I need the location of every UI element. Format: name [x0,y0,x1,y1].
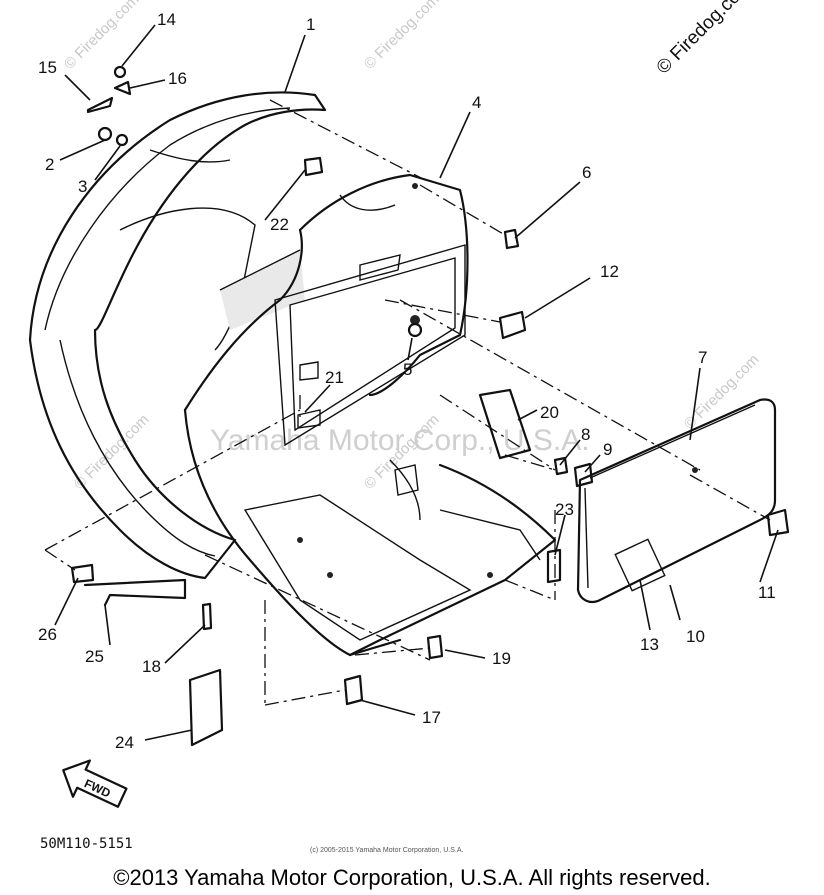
watermark-firedog-corner: © Firedog.com [653,0,756,79]
callout-9: 9 [603,440,612,459]
part-8 [553,456,569,476]
part-19 [426,634,444,660]
callout-8: 8 [581,425,590,444]
watermark-center: Yamaha Motor Corp., U.S.A. [210,424,590,457]
part-2 [97,126,113,142]
watermarks: © Firedog.com © Firedog.com © Firedog.co… [61,0,763,493]
callout-labels: 1 2 3 4 5 6 7 8 9 10 11 12 13 14 15 16 1… [38,10,776,752]
part-22 [303,156,324,177]
callout-24: 24 [115,733,134,752]
callout-4: 4 [472,93,481,112]
part-25 [83,578,187,607]
callout-20: 20 [540,403,559,422]
callout-19: 19 [492,649,511,668]
part-20 [478,388,532,460]
assembly-lines [44,99,771,706]
part-14 [113,65,127,79]
part-5 [407,322,423,338]
lid-part-7 [576,398,777,604]
callout-21: 21 [325,368,344,387]
callout-5: 5 [403,360,412,379]
callout-14: 14 [157,10,176,29]
callout-23: 23 [555,500,574,519]
forward-arrow: FWD [62,759,128,808]
watermark-firedog-3: © Firedog.com [71,411,153,493]
callout-1: 1 [306,15,315,34]
leg-shield-part-4 [183,173,557,657]
part-26 [70,563,95,584]
callout-26: 26 [38,625,57,644]
callout-10: 10 [686,627,705,646]
callout-17: 17 [422,708,441,727]
part-18 [201,602,213,631]
footer-copyright: ©2013 Yamaha Motor Corporation, U.S.A. A… [113,865,711,890]
part-24 [188,668,224,747]
leader-lines [54,24,779,741]
callout-6: 6 [582,163,591,182]
callout-25: 25 [85,647,104,666]
part-17 [343,674,364,706]
part-15 [86,96,114,114]
callout-7: 7 [698,348,707,367]
callout-12: 12 [600,262,619,281]
part-11 [766,508,790,537]
front-panel-part-1 [28,91,327,580]
part-3 [115,133,129,147]
part-9 [573,462,594,488]
callout-16: 16 [168,69,187,88]
watermark-firedog-2: © Firedog.com [361,0,443,73]
callout-15: 15 [38,58,57,77]
callout-22: 22 [270,215,289,234]
fwd-arrow-icon [62,759,128,808]
callout-3: 3 [78,177,87,196]
part-12 [498,310,527,340]
callout-13: 13 [640,635,659,654]
part-6 [503,228,520,250]
part-16 [113,80,132,96]
diagram-code: 50M110-5151 [40,836,133,852]
callout-11: 11 [758,583,776,602]
watermark-firedog-1: © Firedog.com [61,0,143,73]
small-copyright: (c) 2005-2015 Yamaha Motor Corporation, … [310,847,463,854]
callout-2: 2 [45,155,54,174]
callout-18: 18 [142,657,161,676]
part-23 [546,548,562,584]
small-parts [70,65,790,747]
